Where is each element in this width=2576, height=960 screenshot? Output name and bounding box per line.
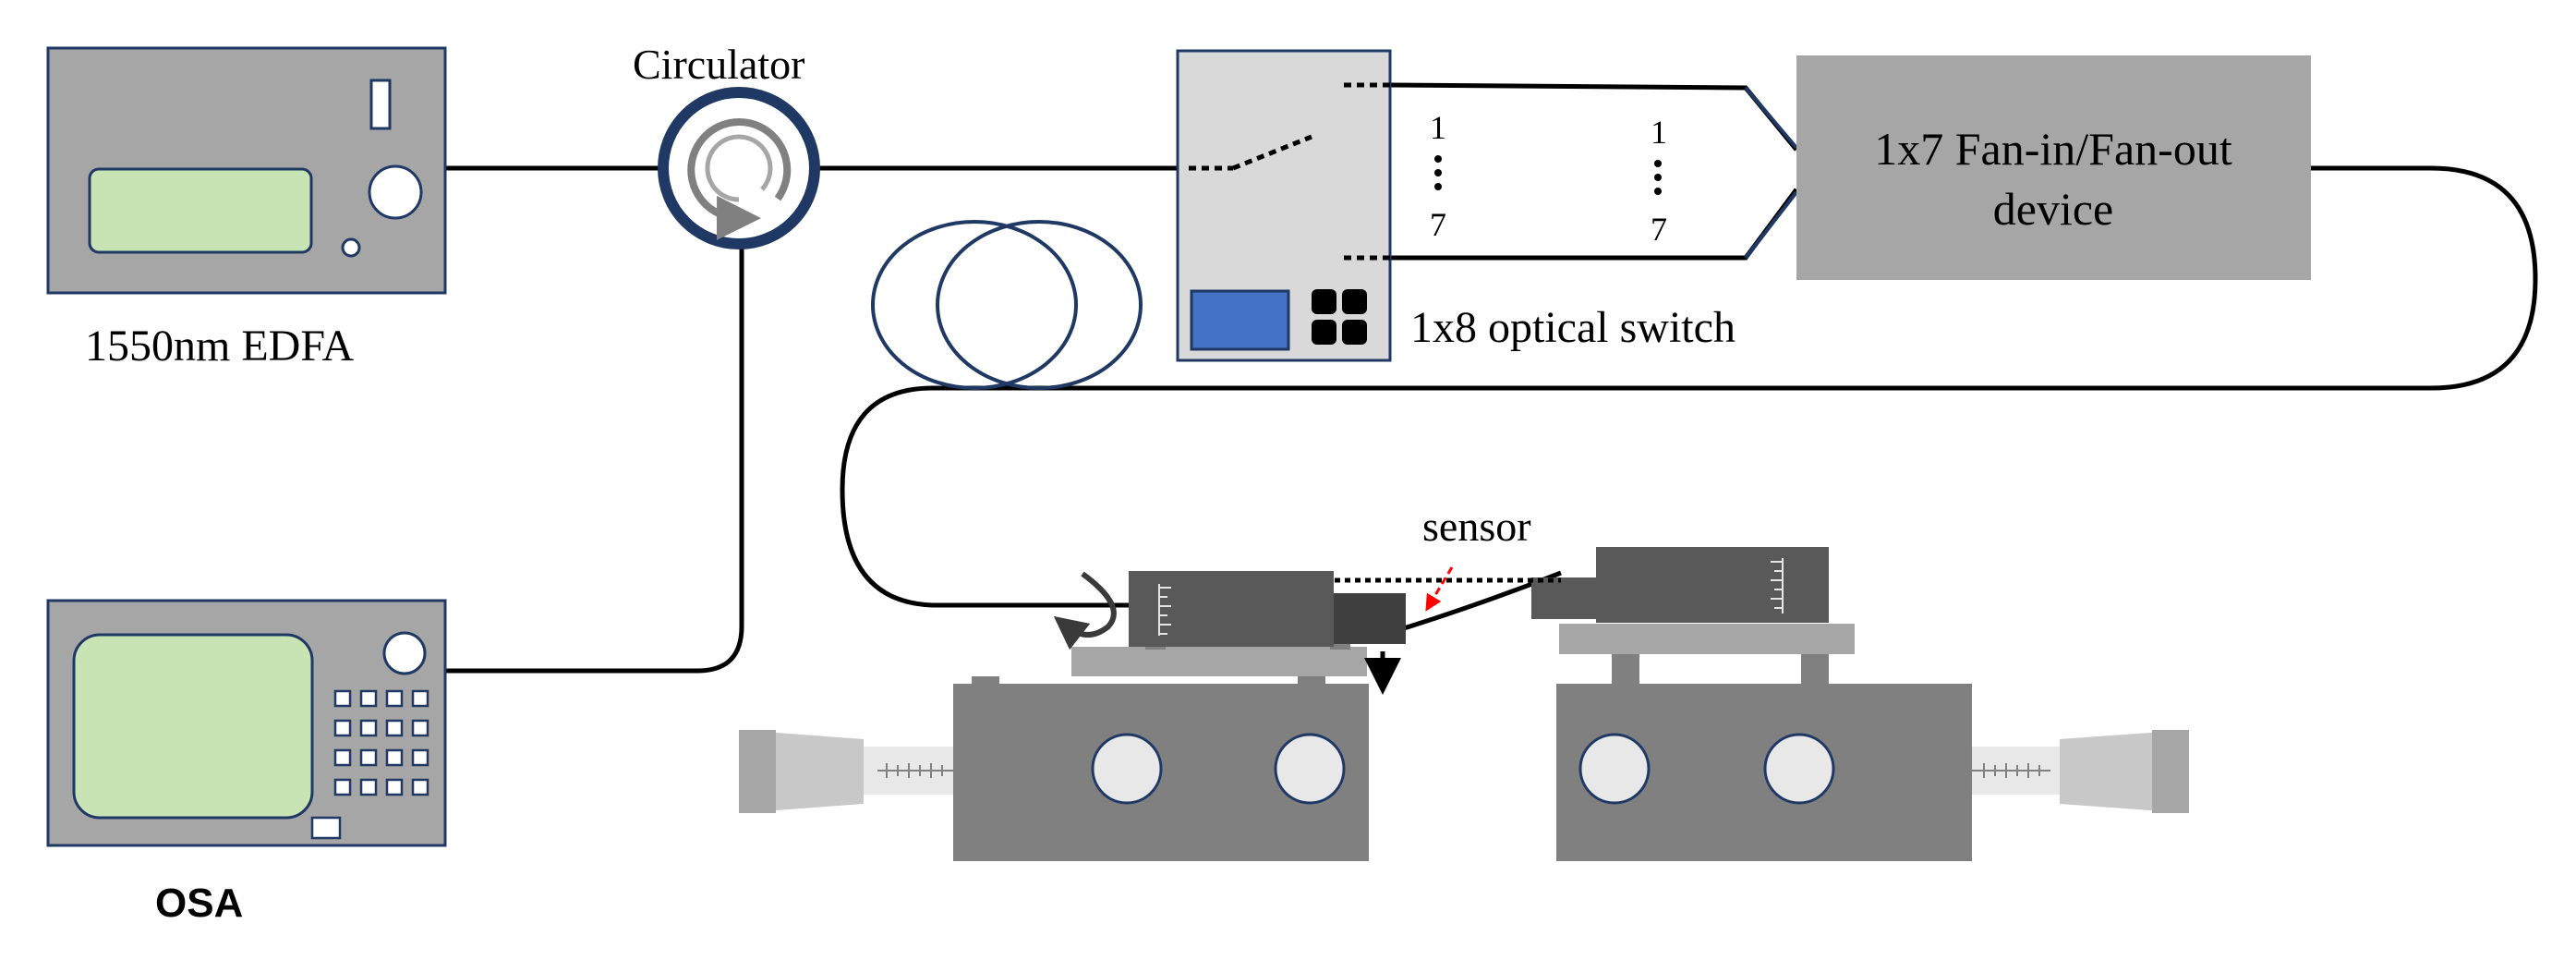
osa-keypad-icon [333, 689, 429, 796]
fan-port-bottom-label: 7 [1651, 211, 1667, 248]
fan-device: 1 7 1x7 Fan-in/Fan-out device [1651, 55, 2311, 280]
fan-port-top-label: 1 [1651, 114, 1667, 151]
left-stage-hole-1 [1091, 733, 1163, 805]
fan-port-ellipsis [1654, 160, 1662, 195]
osa-port-icon [310, 816, 342, 840]
osa-screen [72, 633, 314, 820]
switch-keypad-icon [1312, 289, 1367, 345]
edfa-display [88, 167, 313, 254]
left-translation-stage [739, 571, 1406, 861]
circulator-label: Circulator [633, 41, 805, 88]
sensor-annotation: sensor [1422, 503, 1531, 612]
left-stage-hole-2 [1274, 733, 1346, 805]
fan-out-cone [1744, 86, 1798, 260]
right-fiber-holder [1596, 547, 1801, 623]
osa-device: OSA [46, 599, 447, 926]
edfa-label: 1550nm EDFA [85, 322, 354, 371]
fiber-fan-to-stage [840, 165, 2538, 608]
right-stage-hole-1 [1578, 733, 1651, 805]
switch-port-ellipsis [1434, 155, 1442, 190]
fan-label-line2: device [1993, 183, 2113, 235]
edfa-knob-icon [368, 164, 423, 220]
fiber-switch-out-1 [1389, 82, 1798, 152]
circulator-arrow-icon [687, 118, 792, 240]
circulator-body [658, 87, 820, 249]
left-rotate-arrow-icon [1053, 571, 1117, 650]
switch-port-bottom-label: 7 [1430, 206, 1446, 243]
edfa-device: 1550nm EDFA [46, 46, 447, 371]
right-stage-hole-2 [1763, 733, 1835, 805]
left-stage-plate [1071, 647, 1367, 676]
optical-switch: 1 7 1x8 optical switch [1176, 49, 1735, 362]
switch-label: 1x8 optical switch [1410, 303, 1735, 352]
fiber-switch-out-7 [1390, 188, 1799, 261]
right-holder-scale [1771, 558, 1784, 614]
right-translation-stage [1531, 547, 2189, 861]
left-holder-scale [1158, 584, 1171, 636]
right-stage-plate [1559, 624, 1855, 654]
switch-screen [1190, 289, 1290, 351]
osa-label: OSA [155, 881, 243, 926]
fan-box [1796, 55, 2311, 280]
fiber-coil [871, 220, 1143, 390]
switch-lever [1232, 134, 1312, 171]
fiber-circulator-to-osa [445, 242, 744, 674]
circulator: Circulator [633, 41, 820, 249]
sensor-pointer-arrow [1425, 566, 1454, 612]
fan-label-line1: 1x7 Fan-in/Fan-out [1874, 123, 2232, 175]
edfa-led-icon [341, 237, 361, 258]
edfa-switch-icon [369, 79, 392, 130]
switch-port-top-label: 1 [1430, 109, 1446, 146]
osa-knob-icon [382, 631, 427, 675]
sensor-label: sensor [1422, 503, 1531, 550]
